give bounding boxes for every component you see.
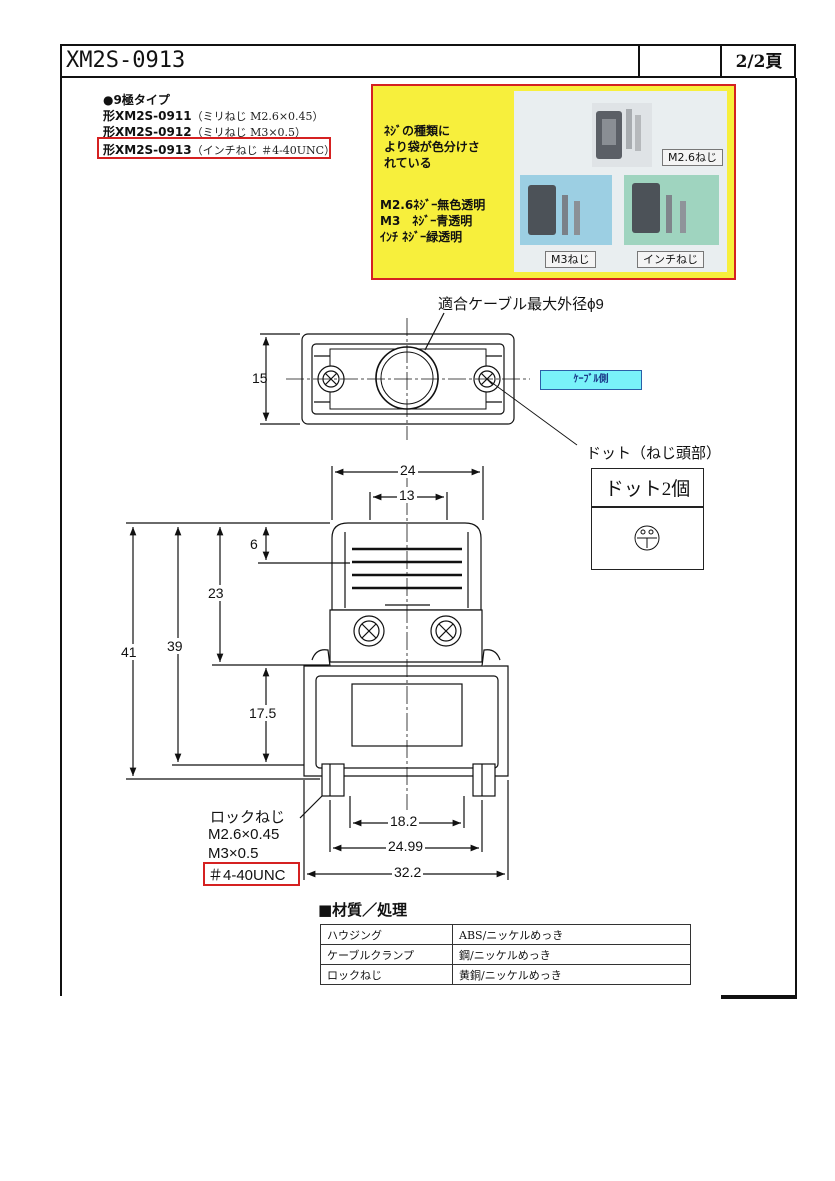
- front-view-housing: [303, 522, 509, 797]
- photo-label-m26: M2.6ねじ: [662, 149, 723, 166]
- dim-23: 23: [208, 585, 224, 601]
- dot-box: [591, 468, 704, 570]
- photo-note-line: れている: [384, 156, 432, 170]
- variant-spec: （インチねじ ＃4-40UNC）: [191, 144, 336, 157]
- highlight-box: [203, 862, 300, 886]
- lock-screw-spec-highlighted: ＃4-40UNC: [208, 867, 286, 884]
- dim-32-2: 32.2: [392, 864, 424, 880]
- cable-side-label: ｹｰﾌﾞﾙ側: [540, 370, 642, 390]
- dot-box-divider: [591, 506, 704, 508]
- dot-count: ドット2個: [604, 479, 691, 500]
- frame-bottom-mark: [721, 995, 797, 999]
- material-part: ロックねじ: [320, 964, 453, 985]
- table-row: ケーブルクランプ 鋼/ニッケルめっき: [320, 944, 691, 965]
- variant-model: 形XM2S-0913: [103, 143, 192, 157]
- dim-15: 15: [252, 370, 268, 386]
- color-note-line: M3 ﾈｼﾞｰ青透明: [380, 214, 473, 228]
- material-value: 鋼/ニッケルめっき: [452, 944, 691, 965]
- table-row: ロックねじ 黄銅/ニッケルめっき: [320, 964, 691, 985]
- photo-label-inch: インチねじ: [637, 251, 704, 268]
- dim-39: 39: [167, 638, 183, 654]
- lock-screw-title: ロックねじ: [210, 809, 286, 826]
- lock-screw-spec: M3×0.5: [208, 845, 259, 862]
- material-part: ハウジング: [320, 924, 453, 945]
- front-screw-right: [430, 615, 462, 647]
- dot-label: ドット（ねじ頭部）: [586, 445, 722, 462]
- variant-spec: （ミリねじ M3×0.5）: [191, 126, 307, 139]
- header-divider: [638, 44, 640, 78]
- page-title: XM2S-0913: [66, 48, 186, 73]
- highlight-box: [97, 137, 331, 159]
- dim-17-5: 17.5: [249, 705, 277, 721]
- frame-right-border: [795, 78, 797, 998]
- header-frame: [60, 44, 796, 78]
- photo-note-line: ﾈｼﾞの種類に: [384, 124, 451, 138]
- materials-title: ■材質／処理: [318, 901, 408, 919]
- variant-item: 形XM2S-0912（ミリねじ M3×0.5）: [103, 124, 306, 141]
- dim-18-2: 18.2: [388, 813, 420, 829]
- dim-13: 13: [397, 487, 417, 503]
- dim-24-99: 24.99: [386, 838, 426, 854]
- screw-bags-illustration: [514, 91, 727, 272]
- variant-model: 形XM2S-0912: [103, 125, 192, 139]
- dim-41: 41: [121, 644, 137, 660]
- material-value: ABS/ニッケルめっき: [452, 924, 691, 945]
- frame-left-border: [60, 78, 62, 996]
- header-divider: [720, 44, 722, 78]
- technical-drawing: [126, 312, 660, 880]
- dot-symbol-icon: [634, 525, 660, 551]
- page-number: 2/2頁: [735, 52, 783, 72]
- dim-6: 6: [250, 536, 258, 552]
- material-value: 黄銅/ニッケルめっき: [452, 964, 691, 985]
- variants-heading: ●9極タイプ: [103, 93, 170, 107]
- variant-model: 形XM2S-0911: [103, 109, 192, 123]
- photo-label-m3: M3ねじ: [545, 251, 596, 268]
- materials-table: ハウジング ABS/ニッケルめっき ケーブルクランプ 鋼/ニッケルめっき ロック…: [320, 924, 691, 985]
- photo-image: [514, 91, 727, 272]
- photo-note-line: より袋が色分けさ: [384, 140, 480, 154]
- variant-item-highlighted: 形XM2S-0913（インチねじ ＃4-40UNC）: [103, 142, 335, 159]
- cable-max-od-label: 適合ケーブル最大外径ϕ9: [438, 296, 604, 313]
- color-note-line: ｲﾝﾁ ﾈｼﾞｰ緑透明: [380, 230, 463, 244]
- dim-24: 24: [398, 462, 418, 478]
- variant-item: 形XM2S-0911（ミリねじ M2.6×0.45）: [103, 108, 324, 125]
- front-screw-left: [353, 615, 385, 647]
- color-note-line: M2.6ﾈｼﾞｰ無色透明: [380, 198, 486, 212]
- material-part: ケーブルクランプ: [320, 944, 453, 965]
- table-row: ハウジング ABS/ニッケルめっき: [320, 924, 691, 945]
- lock-screw-spec: M2.6×0.45: [208, 826, 280, 843]
- variant-spec: （ミリねじ M2.6×0.45）: [191, 110, 324, 123]
